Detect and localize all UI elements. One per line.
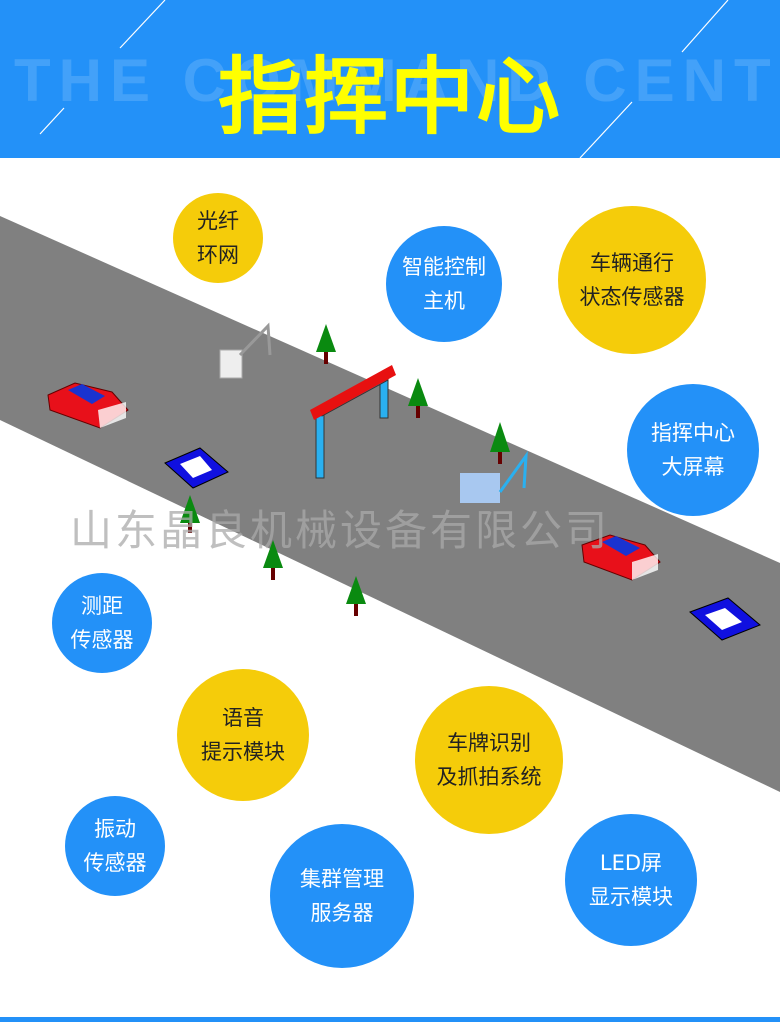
header-background-text: THE COMMAND CENTER — [14, 47, 780, 114]
watermark: 山东晶良机械设备有限公司 — [70, 506, 611, 555]
node-fiber-ring: 光纤 环网 — [173, 193, 263, 283]
node-distance-sensor: 测距 传感器 — [52, 573, 152, 673]
node-cluster-server: 集群管理 服务器 — [270, 824, 414, 968]
lane-arrow-left — [164, 447, 229, 489]
lane-arrow-right — [689, 597, 761, 641]
decorative-lines — [39, 0, 729, 158]
road — [0, 216, 780, 792]
tree-icons — [180, 324, 510, 616]
bottom-divider — [0, 1017, 780, 1022]
node-traffic-sensor: 车辆通行 状态传感器 — [558, 206, 706, 354]
gantry — [219, 322, 528, 503]
car-left — [47, 382, 129, 429]
node-led-display: LED屏 显示模块 — [565, 814, 697, 946]
node-control-host: 智能控制 主机 — [386, 226, 502, 342]
node-vibration-sensor: 振动 传感器 — [65, 796, 165, 896]
header-banner: THE COMMAND CENTER 指挥中心 — [0, 0, 780, 158]
node-plate-recognition: 车牌识别 及抓拍系统 — [415, 686, 563, 834]
car-right — [581, 534, 661, 581]
node-big-screen: 指挥中心 大屏幕 — [627, 384, 759, 516]
page-title: 指挥中心 — [217, 48, 562, 146]
node-voice-module: 语音 提示模块 — [177, 669, 309, 801]
